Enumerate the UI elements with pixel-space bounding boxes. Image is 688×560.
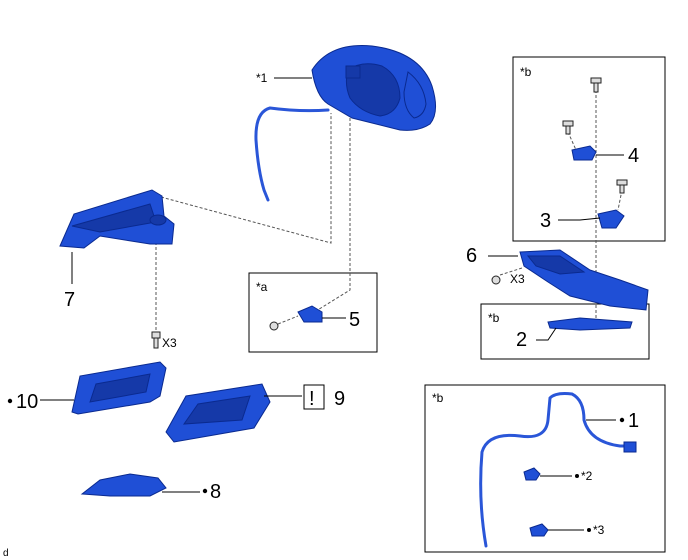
sub-part-3-connector bbox=[529, 523, 549, 537]
inset-box-a bbox=[248, 272, 378, 353]
part-8-trim bbox=[80, 473, 167, 497]
inset-box-b-bottom bbox=[424, 384, 666, 553]
label-1: 1 bbox=[628, 410, 639, 432]
part-3-clip bbox=[597, 209, 625, 229]
part-1-connector bbox=[623, 441, 637, 453]
bullet-8 bbox=[202, 488, 208, 494]
label-7: 7 bbox=[64, 289, 75, 311]
inset-box-b-top bbox=[512, 56, 666, 242]
label-star-b-bottom: *b bbox=[432, 391, 444, 405]
label-2: 2 bbox=[516, 329, 527, 351]
label-star-b-mid: *b bbox=[488, 311, 500, 325]
part-4-clip bbox=[571, 145, 597, 161]
label-sub3: *3 bbox=[593, 523, 605, 537]
part-10-frame bbox=[71, 361, 167, 415]
part-5-bracket bbox=[269, 305, 323, 331]
label-star-b-top: *b bbox=[520, 65, 532, 79]
assembly-dash-1 bbox=[160, 113, 332, 244]
bullet-10 bbox=[7, 398, 13, 404]
label-4: 4 bbox=[628, 145, 639, 167]
label-star1: *1 bbox=[256, 71, 268, 85]
assembly-dash-2 bbox=[307, 118, 351, 317]
mirror-head-part bbox=[311, 45, 436, 131]
label-8: 8 bbox=[210, 481, 221, 503]
assembly-dash-6 bbox=[617, 189, 623, 211]
bullet-sub2 bbox=[575, 474, 579, 478]
label-star-a: *a bbox=[256, 280, 268, 294]
screw-x3-right bbox=[491, 275, 501, 285]
bullet-1 bbox=[619, 417, 625, 423]
leader-2 bbox=[536, 327, 557, 341]
screw-3 bbox=[616, 179, 628, 194]
screw-4 bbox=[562, 120, 574, 135]
inset-box-b-mid bbox=[480, 303, 650, 360]
corner-label: d bbox=[3, 548, 9, 559]
leader-3 bbox=[558, 217, 601, 221]
label-10: 10 bbox=[16, 391, 38, 413]
mirror-harness-wire bbox=[254, 106, 330, 202]
label-6: 6 bbox=[466, 245, 477, 267]
label-5: 5 bbox=[349, 309, 360, 331]
bullet-sub3 bbox=[587, 528, 591, 532]
part-2-strip bbox=[547, 317, 633, 331]
part-9-panel bbox=[165, 383, 271, 443]
screw-top bbox=[590, 77, 602, 93]
label-x3-left: X3 bbox=[162, 336, 177, 350]
assembly-dash-5 bbox=[567, 131, 577, 151]
caution-mark: ! bbox=[309, 388, 315, 410]
part-1-harness bbox=[479, 392, 632, 548]
part-6-cover bbox=[519, 249, 649, 311]
sub-part-2-connector bbox=[523, 467, 541, 481]
label-x3-right: X3 bbox=[510, 272, 525, 286]
label-sub2: *2 bbox=[581, 469, 593, 483]
assembly-dash-7 bbox=[499, 267, 523, 276]
label-9: 9 bbox=[334, 388, 345, 410]
screw-x3-left bbox=[151, 331, 161, 349]
caution-box bbox=[303, 384, 325, 410]
label-3: 3 bbox=[540, 210, 551, 232]
mirror-base-part-7 bbox=[59, 189, 175, 249]
